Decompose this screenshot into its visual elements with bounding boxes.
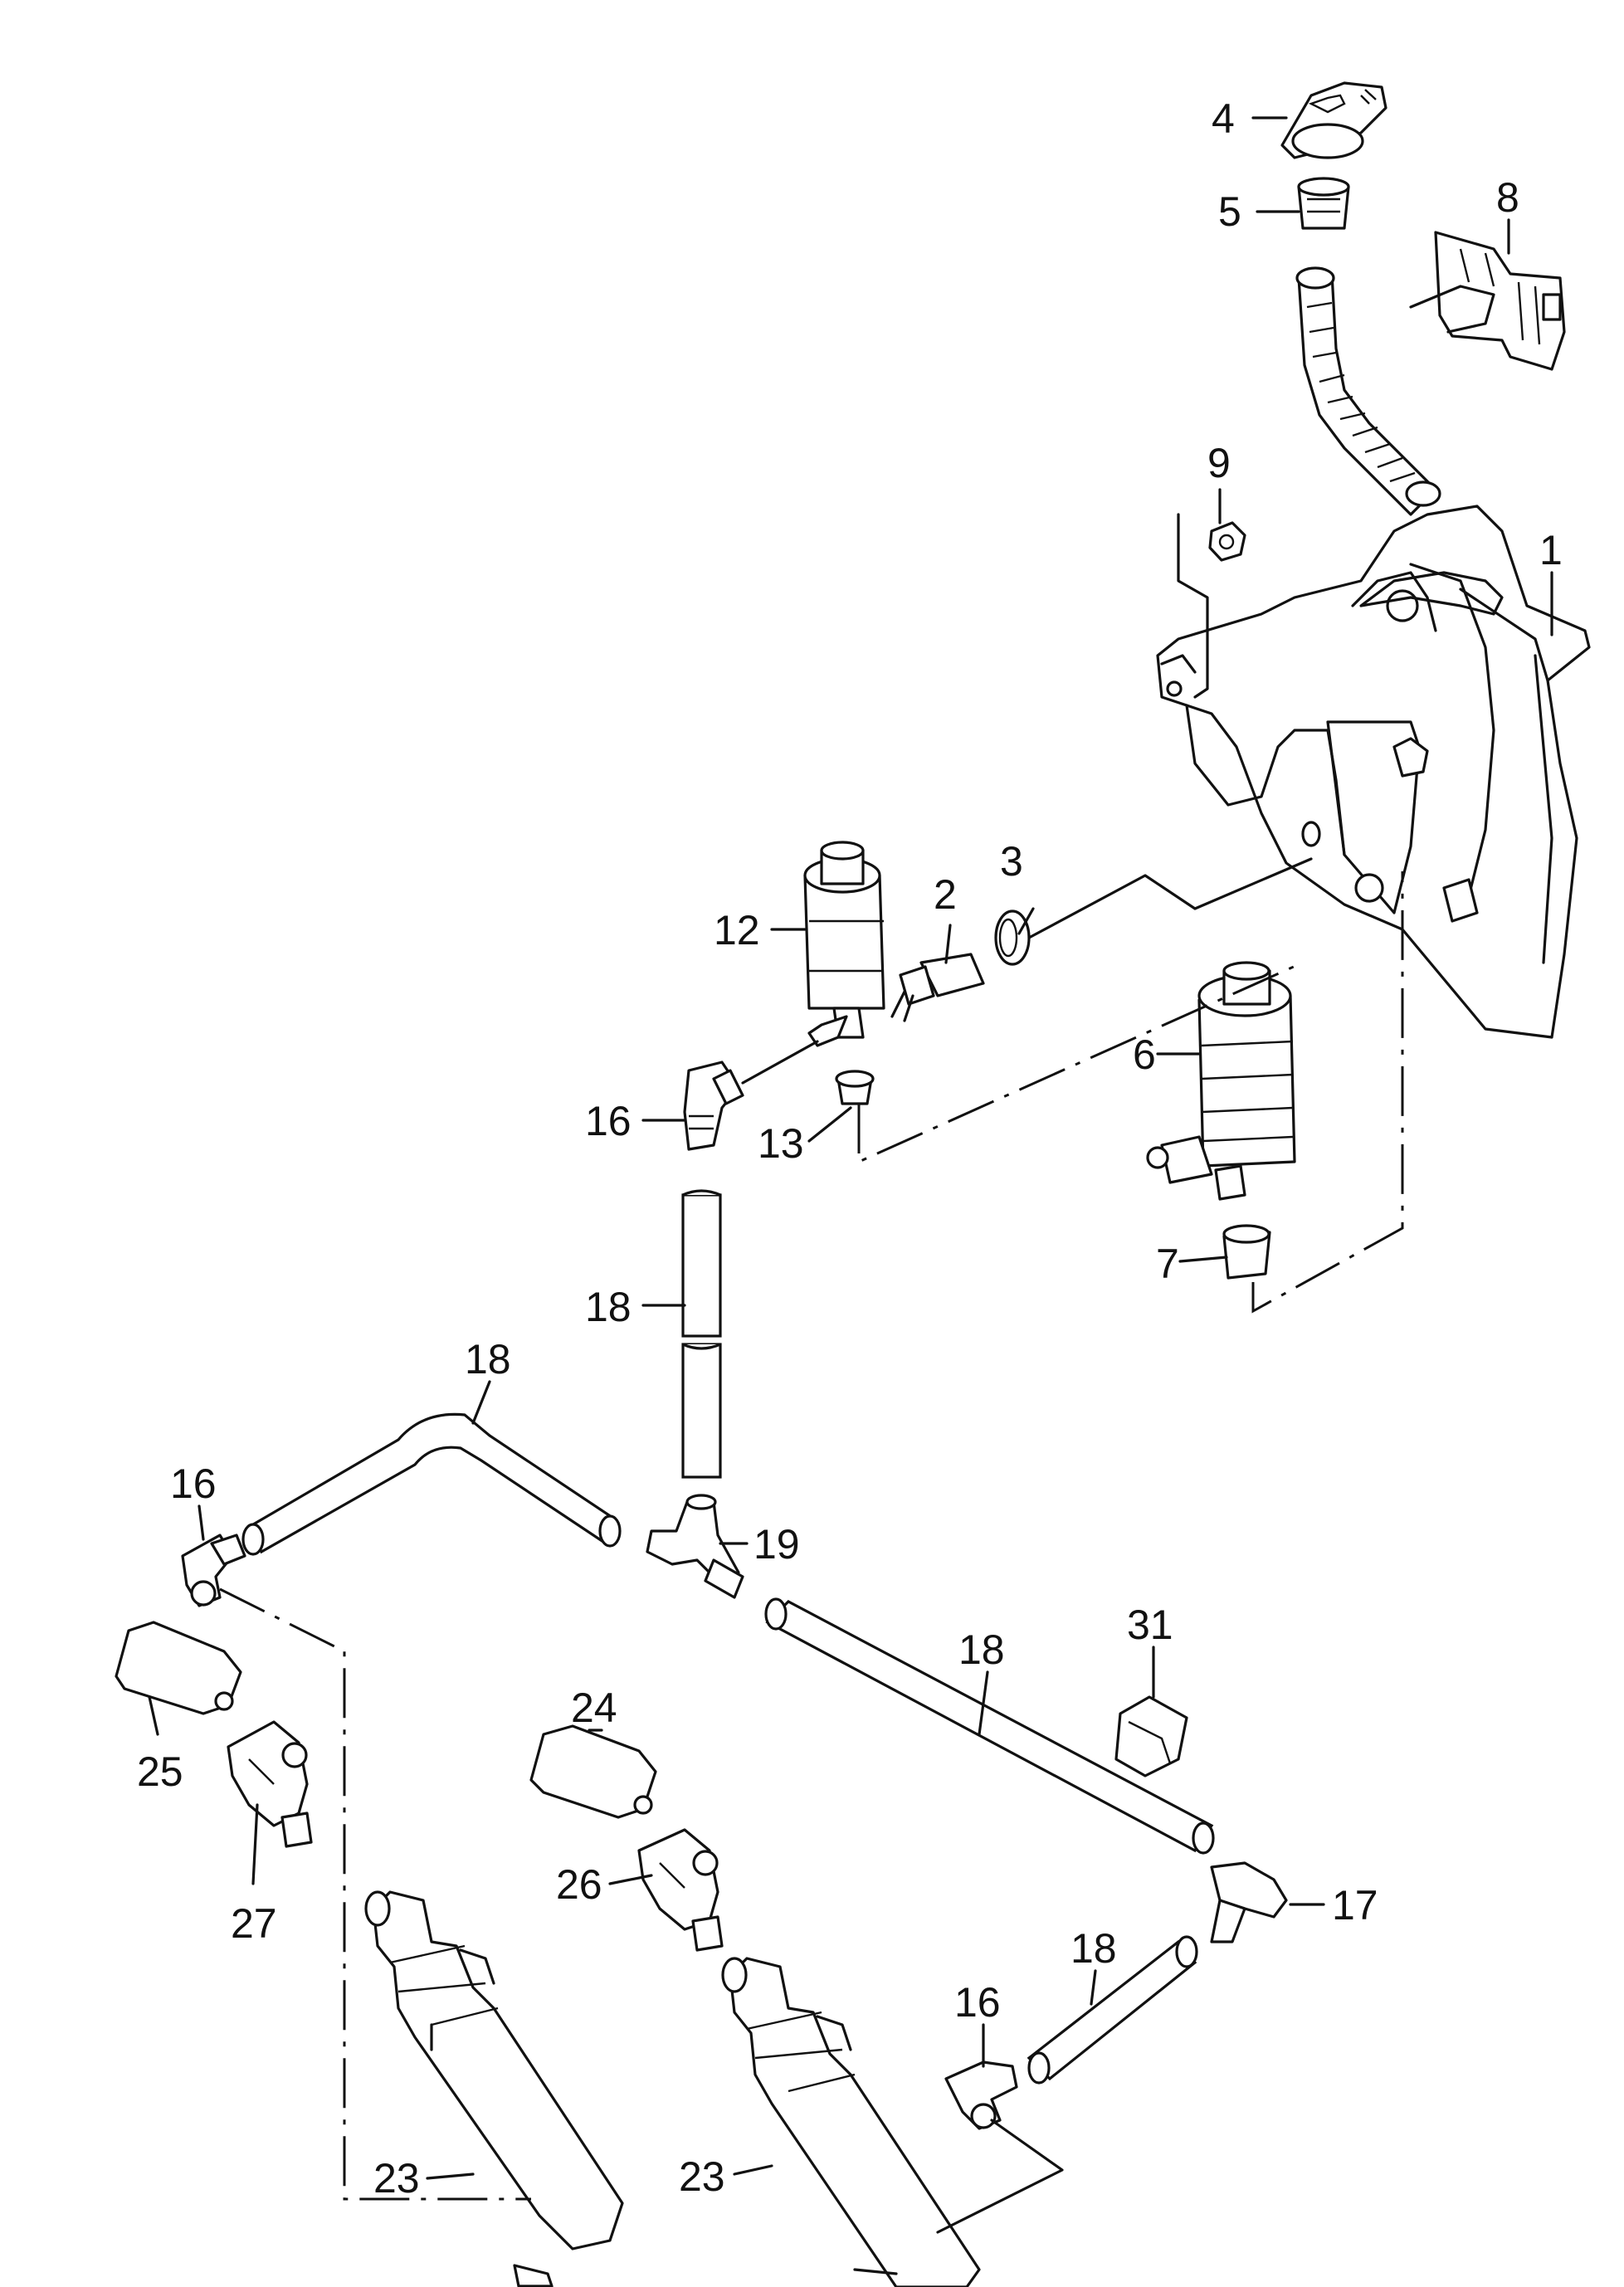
callout-13: 13 (758, 1120, 804, 1167)
telescopic-cylinder-right (721, 1957, 981, 2287)
callout-4: 4 (1212, 95, 1235, 142)
telescopic-cylinder-left (364, 1890, 624, 2287)
elbow-connector-17 (1210, 1861, 1288, 1943)
headlight-washer-pump (1146, 961, 1296, 1201)
filler-neck-hose (1295, 266, 1441, 516)
filler-cap (1280, 81, 1387, 159)
headlight-pump-grommet (1222, 1224, 1271, 1280)
callout-16-left: 16 (170, 1460, 217, 1507)
hose-lower-right (1027, 1935, 1198, 2085)
hose-vertical-lower (681, 1343, 722, 1479)
grommet-13-leader (857, 961, 1304, 1164)
callout-25: 25 (137, 1748, 183, 1795)
t-piece-connector (646, 1494, 744, 1599)
callout-23-right: 23 (679, 2153, 725, 2200)
callout-18-diagonal: 18 (958, 1626, 1005, 1673)
washer-nozzle-cover-left (115, 1621, 242, 1715)
sealing-ring (994, 909, 1031, 966)
left-elbow-leader (219, 1587, 531, 2201)
callout-31: 31 (1127, 1602, 1173, 1648)
mounting-bracket (1409, 231, 1566, 371)
callout-18-vertical: 18 (585, 1284, 632, 1330)
hex-nut (1208, 521, 1246, 562)
callout-19: 19 (753, 1521, 800, 1568)
hose-long-diagonal (764, 1597, 1215, 1855)
pump-grommet (835, 1070, 875, 1105)
washer-nozzle-cover-right (529, 1724, 657, 1819)
callout-12: 12 (714, 907, 760, 953)
fluid-level-sensor (890, 953, 985, 1022)
lower-elbow-leader (936, 2119, 1064, 2234)
filler-strainer (1297, 177, 1350, 230)
callout-24: 24 (571, 1685, 617, 1731)
callout-16-upper: 16 (585, 1098, 632, 1144)
washer-pump (803, 841, 885, 1047)
washer-fluid-reservoir (1156, 505, 1591, 1039)
callout-26: 26 (556, 1861, 602, 1908)
callout-27: 27 (231, 1900, 277, 1947)
callout-1: 1 (1539, 527, 1563, 573)
callout-18-lower: 18 (1070, 1925, 1117, 1972)
callout-5: 5 (1218, 188, 1241, 235)
callout-8: 8 (1496, 174, 1519, 221)
callout-3: 3 (1000, 838, 1023, 885)
right-cylinder-leader (853, 2268, 898, 2275)
callout-9: 9 (1207, 440, 1231, 486)
hose-clip (1114, 1695, 1188, 1777)
spray-nozzle-right (637, 1828, 724, 1952)
reservoir-seal-leader (1027, 857, 1313, 939)
callout-labels: 1 2 3 4 5 6 7 8 9 12 13 16 18 18 16 19 1… (137, 95, 1563, 2202)
hose-vertical-upper (681, 1189, 722, 1338)
callout-16-lower: 16 (954, 1979, 1001, 2026)
pump-to-elbow-line (741, 1040, 819, 1085)
callout-7: 7 (1156, 1241, 1179, 1287)
callout-17: 17 (1332, 1882, 1378, 1929)
elbow-connector-left (181, 1534, 246, 1607)
callout-2: 2 (934, 871, 957, 918)
elbow-connector-upper (683, 1061, 744, 1151)
callout-leaders (148, 116, 1553, 2180)
grommet-7-leader (1251, 871, 1404, 1314)
callout-6: 6 (1133, 1031, 1156, 1078)
callout-18-upper-left: 18 (465, 1336, 511, 1382)
spray-nozzle-left (227, 1720, 313, 1848)
nut-leader (1177, 513, 1209, 699)
callout-23-left: 23 (373, 2155, 420, 2202)
elbow-connector-lower (944, 2060, 1018, 2130)
hose-upper-left (241, 1412, 622, 1556)
